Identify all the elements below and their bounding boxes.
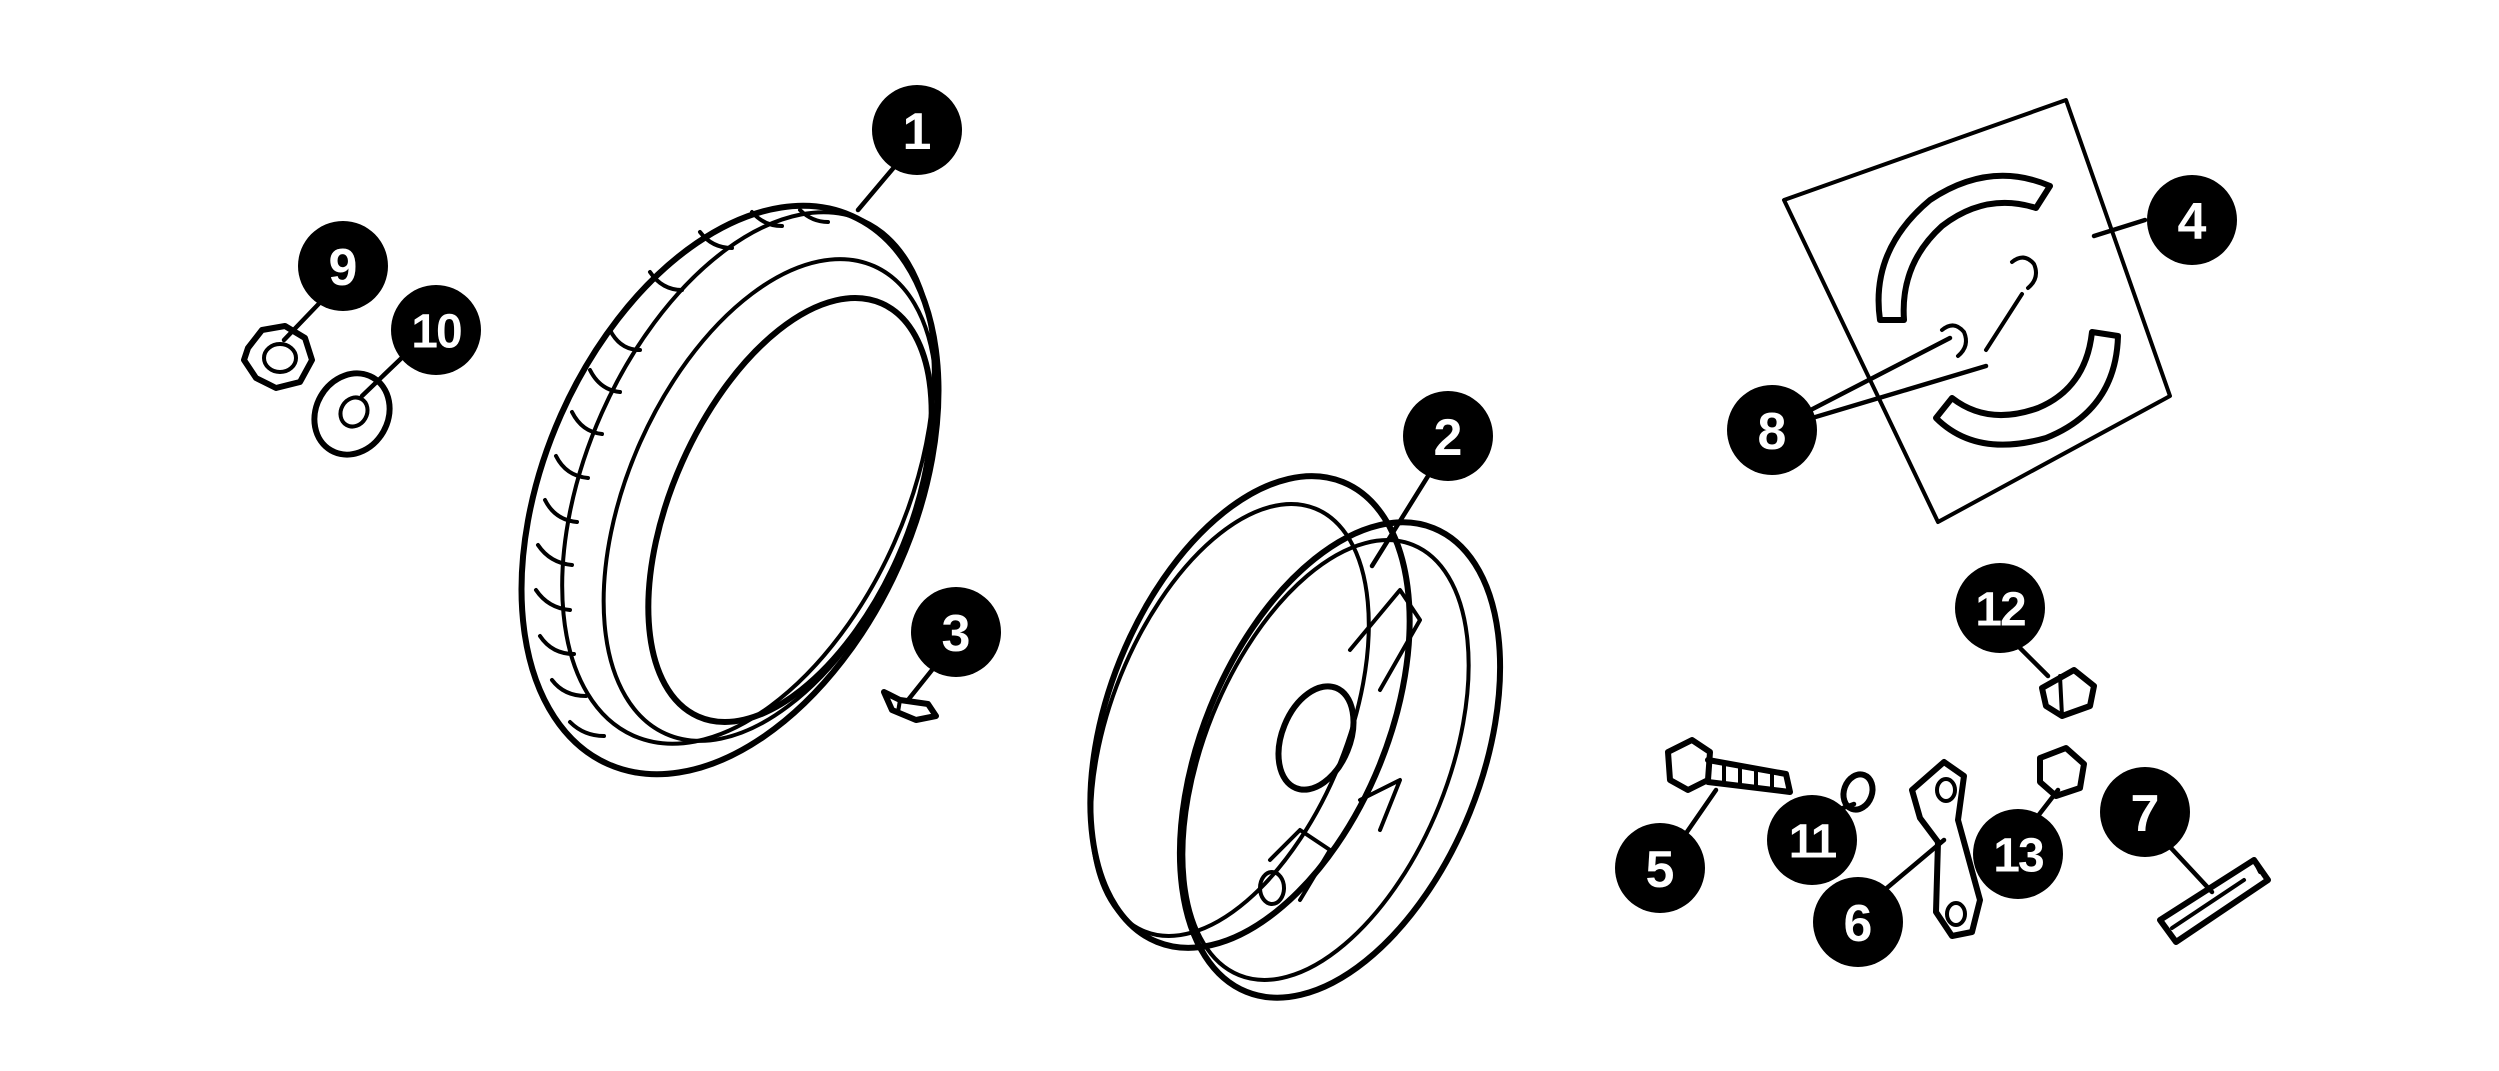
callout-label: 3 [942,605,971,663]
callout-label: 10 [411,306,461,359]
part-valve [881,689,939,723]
callout-8: 8 [1727,385,1817,475]
callout-label: 11 [1789,816,1837,869]
callout-label: 4 [2178,193,2207,251]
part-bracket [2157,857,2271,945]
part-nut [241,323,315,391]
callout-label: 13 [1993,830,2043,883]
leader-lines [281,137,2215,917]
part-small-washer [1840,771,1876,813]
part-bolt [1665,737,1793,795]
callout-10: 10 [391,285,481,375]
part-cap-nut [2039,667,2097,719]
part-brake-arm [1909,759,1983,939]
callout-4: 4 [2147,175,2237,265]
callout-5: 5 [1615,823,1705,913]
callout-label: 1 [903,103,932,161]
part-washer [311,370,393,458]
callout-6: 6 [1813,877,1903,967]
callout-label: 7 [2131,785,2160,843]
callout-label: 2 [1434,409,1463,467]
callout-label: 12 [1975,584,2025,637]
callout-label: 9 [329,239,358,297]
callout-label: 8 [1758,403,1787,461]
callout-label: 6 [1844,895,1873,953]
part-wheel-rim [1087,473,1504,1001]
part-brake-shoe-set [1782,98,2172,524]
callout-label: 5 [1646,841,1675,899]
callout-7: 7 [2100,767,2190,857]
callout-9: 9 [298,221,388,311]
part-tire [518,202,942,778]
callout-11: 11 [1767,795,1857,885]
callout-12: 12 [1955,563,2045,653]
part-small-nut [2037,745,2087,799]
callout-13: 13 [1973,809,2063,899]
callout-1: 1 [872,85,962,175]
callout-2: 2 [1403,391,1493,481]
callout-3: 3 [911,587,1001,677]
